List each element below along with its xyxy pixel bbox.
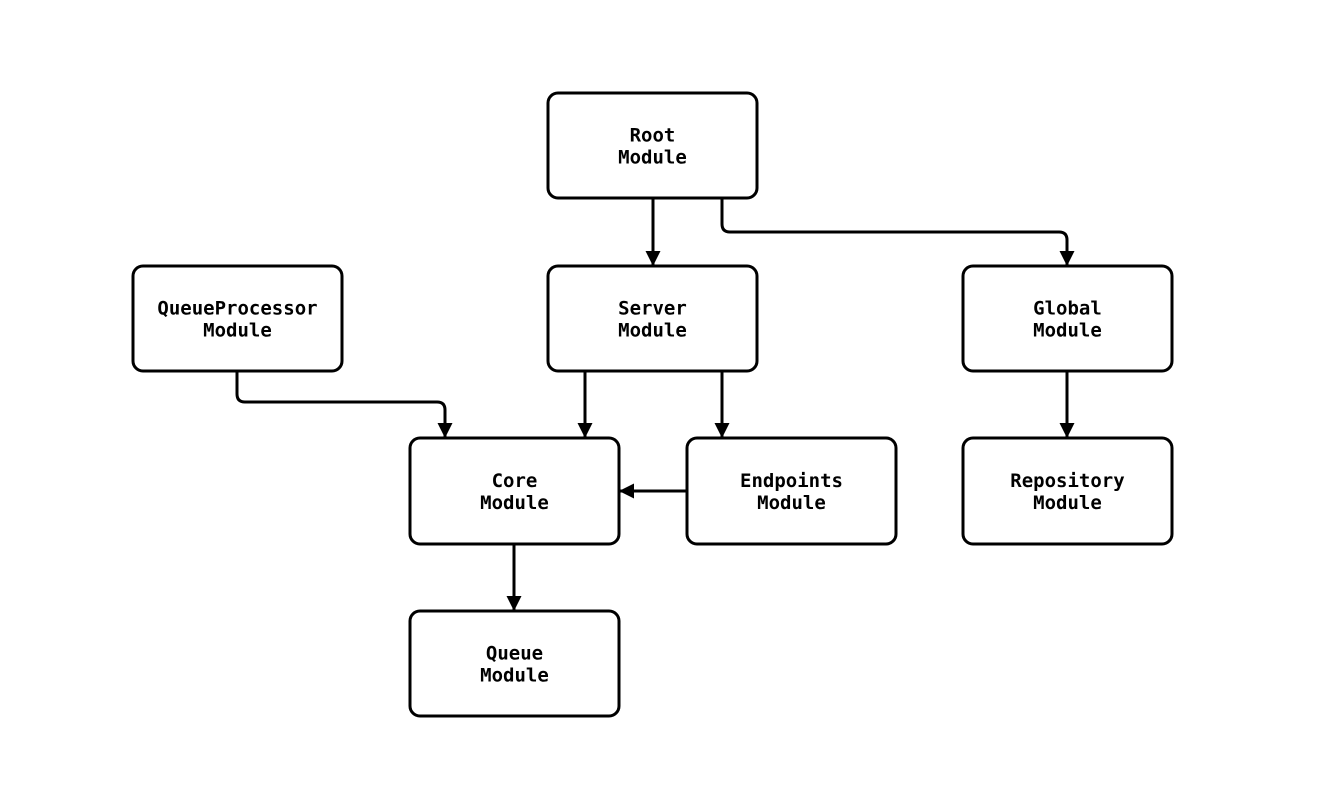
edge-queueprocessor-to-core [235,371,453,438]
node-box [685,436,898,546]
node-box [131,264,344,373]
node-box [408,609,621,718]
node-box [961,264,1174,373]
node-box [546,91,759,200]
node-box [961,436,1174,546]
edge-root-to-global [720,198,1075,266]
node-box [408,436,621,546]
node-box [546,264,759,373]
